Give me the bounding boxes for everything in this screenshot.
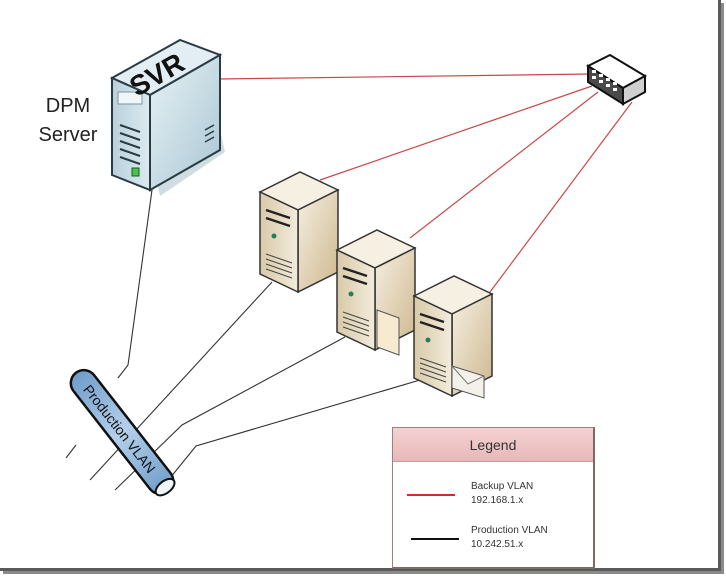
dpm-label-line1: DPM <box>45 95 91 117</box>
backup-vlan-swatch <box>407 494 455 496</box>
mail-server-icon <box>412 275 494 399</box>
envelope-icon <box>451 365 485 399</box>
backup-vlan-links <box>217 73 633 293</box>
dpm-label-line2: Server <box>38 124 98 146</box>
backup-vlan-subnet: 192.168.1.x <box>471 495 524 506</box>
dpm-server-label: DPM Server <box>28 92 108 150</box>
link-dpm-to-switch <box>217 73 591 80</box>
legend-item-backup-vlan: Backup VLAN 192.168.1.x <box>393 480 593 516</box>
link-server3-to-vlan <box>169 379 421 479</box>
production-vlan-subnet: 10.242.51.x <box>471 539 524 550</box>
vlan-tap-left <box>65 444 77 459</box>
backup-vlan-name: Backup VLAN <box>471 481 534 492</box>
legend-title: Legend <box>393 428 593 462</box>
production-vlan-name: Production VLAN <box>471 525 548 536</box>
link-dpm-to-vlan <box>117 189 153 379</box>
production-vlan-swatch <box>411 538 459 540</box>
dpm-server-icon: SVR <box>109 38 225 196</box>
legend-item-production-vlan: Production VLAN 10.242.51.x <box>393 524 593 560</box>
switch-icon <box>585 53 648 106</box>
link-server1-to-switch <box>319 85 593 181</box>
server-1-icon <box>258 171 340 294</box>
link-server3-to-switch <box>489 101 633 293</box>
production-vlan-links <box>65 189 421 491</box>
folder-icon <box>376 309 400 356</box>
file-server-icon <box>335 229 417 356</box>
link-server2-to-switch <box>409 91 599 239</box>
production-vlan-pipe: Production VLAN <box>69 368 176 497</box>
legend: Legend Backup VLAN 192.168.1.x Productio… <box>392 427 595 569</box>
production-vlan-label: Production VLAN <box>80 382 159 476</box>
link-server1-to-vlan <box>89 281 273 481</box>
